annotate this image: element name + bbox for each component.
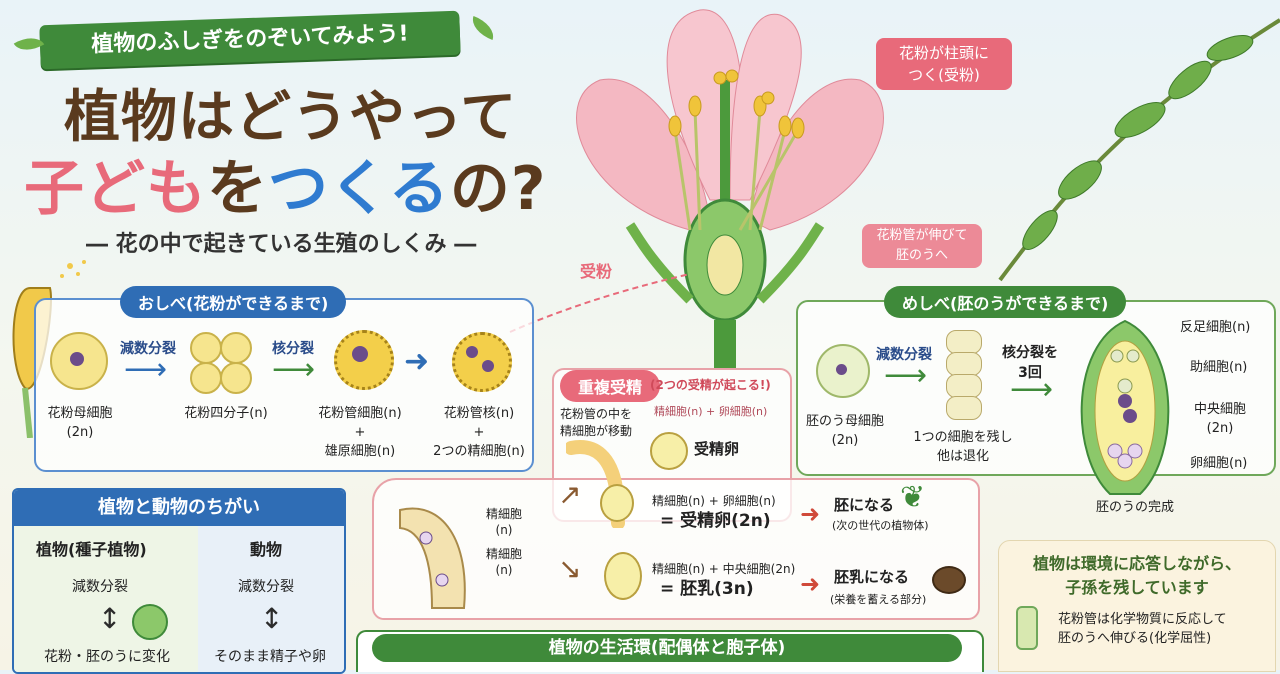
stamen-panel bbox=[34, 298, 534, 472]
seed-icon bbox=[932, 566, 966, 594]
arrow-right-icon: ➜ bbox=[404, 344, 430, 379]
pistil-part-synergid: 助細胞(n) bbox=[1190, 360, 1248, 375]
double-fertilization-note: (2つの受精が起こる!) bbox=[650, 378, 771, 392]
pollination-arrow bbox=[509, 273, 691, 333]
eq1-label: 精細胞(n) + 卵細胞(n) bbox=[652, 494, 776, 508]
pistil-arrow-1-label: 減数分裂 bbox=[876, 347, 932, 363]
zygote-small-cell bbox=[650, 432, 688, 470]
compare-animal-row1: 減数分裂 bbox=[238, 579, 294, 595]
arrow-right-icon: ⟶ bbox=[124, 352, 168, 387]
res2-label: = 胚乳(3n) bbox=[660, 579, 754, 599]
eq2-label: 精細胞(n) + 中央細胞(2n) bbox=[652, 562, 796, 576]
page-title-line2: 子どもをつくるの? bbox=[24, 154, 547, 224]
pollen-cluster-icon bbox=[132, 604, 168, 640]
pistil-part-egg: 卵細胞(n) bbox=[1190, 456, 1248, 471]
seedling-icon: ❦ bbox=[900, 480, 926, 515]
vine-illustration bbox=[998, 18, 1280, 282]
tube-note: 花粉管の中を 精細胞が移動 bbox=[560, 407, 633, 438]
out2-label: 胚乳になる bbox=[834, 568, 910, 586]
nucleus-icon bbox=[352, 346, 368, 362]
pistil-part-antipodal: 反足細胞(n) bbox=[1180, 320, 1251, 335]
compare-col2: 動物 bbox=[250, 540, 283, 559]
pollen-tube-mini-icon bbox=[1016, 606, 1038, 650]
compare-plant-row2: 花粉・胚のうに変化 bbox=[44, 649, 170, 665]
compare-title: 植物と動物のちがい bbox=[14, 490, 344, 526]
pollination-label: 受粉 bbox=[580, 262, 613, 281]
stamen-step-4-label: 花粉管核(n) + 2つの精細胞(n) bbox=[433, 406, 525, 459]
flower-illustration bbox=[576, 9, 884, 370]
compare-animal-row2: そのまま精子や卵 bbox=[214, 649, 326, 665]
arrow-right-icon: ⟶ bbox=[884, 358, 928, 393]
pollination-callout: 花粉が柱頭に つく(受粉) bbox=[876, 38, 1012, 90]
stamen-step-3-label: 花粉管細胞(n) + 雄原細胞(n) bbox=[318, 406, 402, 459]
pistil-panel bbox=[796, 300, 1276, 476]
arrow-right-icon: ➜ bbox=[800, 500, 821, 528]
pistil-arrow-2-label: 核分裂を 3回 bbox=[1002, 345, 1058, 381]
arrow-right-icon: ⟶ bbox=[272, 352, 316, 387]
stamen-arrow-2-label: 核分裂 bbox=[272, 341, 314, 357]
pistil-step-2-label: 1つの細胞を残し 他は退化 bbox=[913, 430, 1013, 464]
sperm-1-label: 精細胞 (n) bbox=[486, 507, 523, 537]
response-item-1: 花粉管は化学物質に反応して 胚のうへ伸びる(化学屈性) bbox=[1058, 612, 1227, 646]
nucleus-icon bbox=[482, 360, 494, 372]
embryo-sac-illustration bbox=[1080, 319, 1170, 495]
double-arrow-icon: ↕ bbox=[98, 602, 122, 635]
out2-sub-label: (栄養を蓄える部分) bbox=[830, 593, 927, 606]
top-small-result: 受精卵 bbox=[694, 440, 740, 458]
stamen-step-1-label: 花粉母細胞 (2n) bbox=[47, 406, 113, 440]
page-title-line1: 植物はどうやって bbox=[64, 85, 518, 150]
pistil-step-3-label: 胚のうの完成 bbox=[1095, 500, 1174, 515]
stamen-arrow-1-label: 減数分裂 bbox=[120, 341, 176, 357]
top-small-eq: 精細胞(n) + 卵細胞(n) bbox=[654, 405, 768, 418]
response-title: 植物は環境に応答しながら、 子孫を残しています bbox=[1032, 554, 1241, 597]
pollen-tetrad bbox=[190, 332, 252, 394]
page-subtitle: ― 花の中で起きている生殖のしくみ ― bbox=[86, 232, 477, 257]
compare-col1: 植物(種子植物) bbox=[36, 540, 147, 559]
double-arrow-icon: ↕ bbox=[260, 602, 284, 635]
pistil-step-1-label: 胚のう母細胞 (2n) bbox=[805, 414, 884, 448]
out1-label: 胚になる bbox=[834, 496, 895, 514]
pistil-panel-title: めしべ(胚のうができるまで) bbox=[884, 286, 1127, 318]
out1-sub-label: (次の世代の植物体) bbox=[832, 519, 929, 532]
nucleus-icon bbox=[70, 352, 84, 366]
nucleus-icon bbox=[836, 364, 847, 375]
arrow-right-icon: ➜ bbox=[800, 570, 821, 598]
megaspore-tetrad bbox=[946, 330, 982, 420]
sperm-2-label: 精細胞 (n) bbox=[486, 547, 523, 577]
arrow-down-right-icon: ↘ bbox=[558, 552, 582, 585]
stamen-step-2-label: 花粉四分子(n) bbox=[184, 406, 268, 421]
res1-label: = 受精卵(2n) bbox=[660, 511, 771, 531]
compare-plant-row1: 減数分裂 bbox=[72, 579, 128, 595]
double-fertilization-title: 重複受精 bbox=[560, 370, 661, 402]
petal-icon bbox=[576, 9, 884, 231]
leaf-icon bbox=[468, 16, 498, 40]
endosperm-cell bbox=[604, 552, 642, 600]
arrow-up-right-icon: ↗ bbox=[558, 478, 582, 511]
header-banner: 植物のふしぎをのぞいてみよう! bbox=[39, 10, 461, 70]
nucleus-icon bbox=[466, 346, 478, 358]
compare-panel: 植物と動物のちがい 植物(種子植物) 動物 減数分裂 減数分裂 ↕ ↕ 花粉・胚… bbox=[12, 488, 346, 674]
double-fertilization-panel-lower bbox=[372, 478, 980, 620]
stamen-panel-title: おしべ(花粉ができるまで) bbox=[120, 286, 347, 318]
tube-callout: 花粉管が伸びて 胚のうへ bbox=[862, 224, 982, 268]
pollen-tube-section bbox=[399, 507, 466, 609]
arrow-right-icon: ⟶ bbox=[1010, 372, 1054, 407]
lifecycle-title: 植物の生活環(配偶体と胞子体) bbox=[372, 634, 962, 662]
zygote-cell bbox=[600, 484, 634, 522]
pistil-part-central: 中央細胞 (2n) bbox=[1194, 402, 1247, 436]
